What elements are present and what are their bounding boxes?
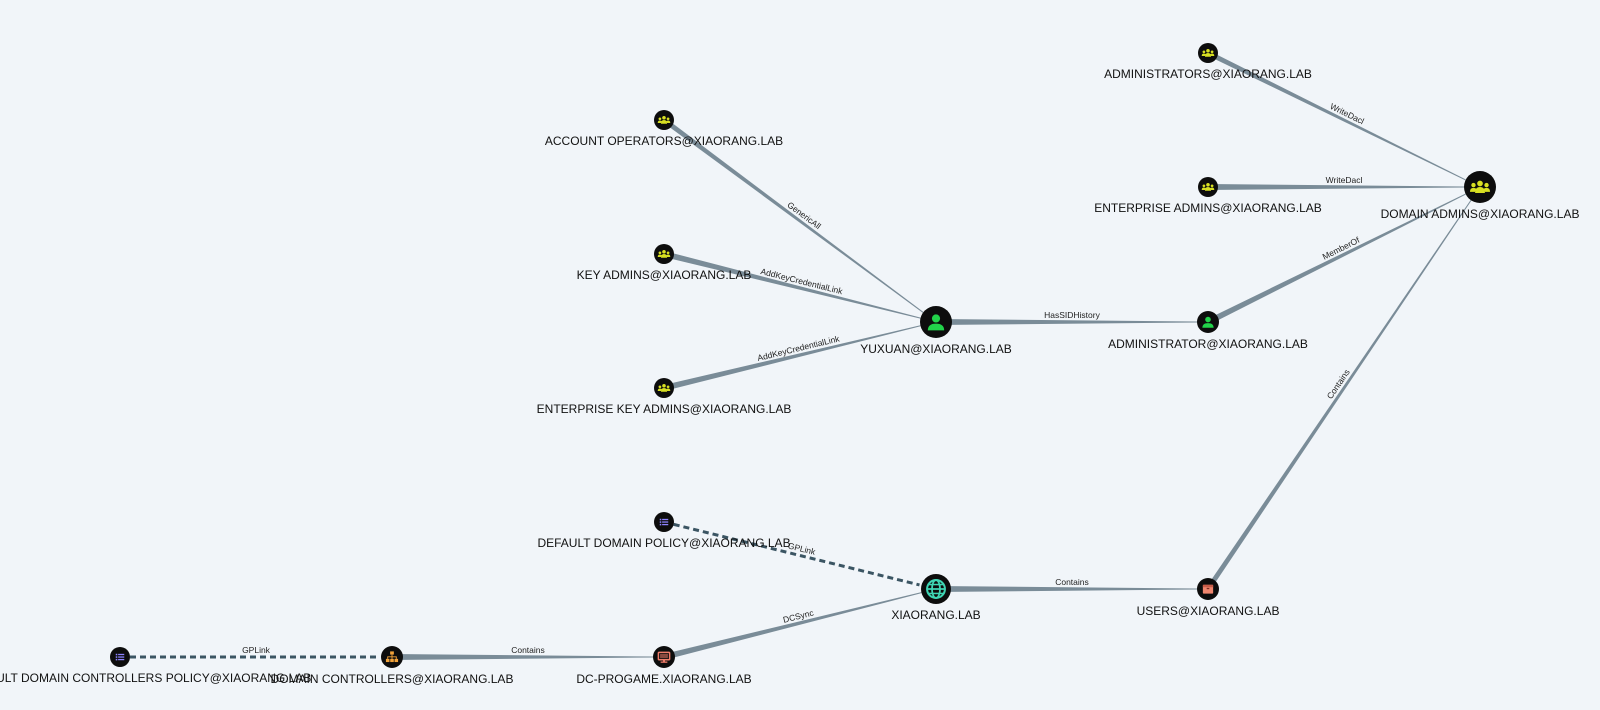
node-label: XIAORANG.LAB bbox=[891, 608, 980, 622]
nodes-layer: ADMINISTRATORS@XIAORANG.LAB ACCOUNT OPERA… bbox=[0, 43, 1579, 686]
edge-line[interactable] bbox=[663, 325, 921, 391]
node-default-dc-policy[interactable]: DEFAULT DOMAIN CONTROLLERS POLICY@XIAORA… bbox=[0, 647, 311, 685]
edge-line[interactable] bbox=[662, 117, 924, 313]
node-account-operators[interactable]: ACCOUNT OPERATORS@XIAORANG.LAB bbox=[545, 110, 783, 148]
group-icon bbox=[1201, 49, 1215, 57]
node-label: YUXUAN@XIAORANG.LAB bbox=[860, 342, 1012, 356]
edge-line[interactable] bbox=[1208, 184, 1464, 190]
node-label: ADMINISTRATOR@XIAORANG.LAB bbox=[1108, 337, 1308, 351]
edge-e2[interactable]: WriteDacl bbox=[1208, 175, 1464, 190]
edge-label: WriteDacl bbox=[1326, 175, 1363, 185]
node-enterprise-key-admins[interactable]: ENTERPRISE KEY ADMINS@XIAORANG.LAB bbox=[537, 378, 792, 416]
computer-icon bbox=[657, 651, 671, 663]
node-label: KEY ADMINS@XIAORANG.LAB bbox=[577, 268, 752, 282]
container-box-icon bbox=[1202, 584, 1214, 594]
node-domain-controllers[interactable]: DOMAIN CONTROLLERS@XIAORANG.LAB bbox=[271, 646, 514, 686]
node-administrators[interactable]: ADMINISTRATORS@XIAORANG.LAB bbox=[1104, 43, 1312, 81]
globe-icon bbox=[926, 579, 946, 599]
edge-line[interactable] bbox=[1206, 193, 1466, 325]
edge-label: HasSIDHistory bbox=[1044, 310, 1100, 320]
edge-label: Contains bbox=[1055, 577, 1089, 587]
edge-e7[interactable]: AddKeyCredentialLink bbox=[663, 325, 921, 391]
gpo-list-icon bbox=[115, 653, 125, 661]
edge-line[interactable] bbox=[663, 520, 920, 587]
node-default-domain-policy[interactable]: DEFAULT DOMAIN POLICY@XIAORANG.LAB bbox=[537, 512, 791, 550]
edge-e9[interactable]: GPLink bbox=[663, 520, 920, 587]
edge-e11[interactable]: DCSync bbox=[663, 592, 922, 660]
edge-e13[interactable]: GPLink bbox=[120, 645, 379, 659]
group-icon bbox=[657, 116, 671, 124]
group-icon bbox=[657, 384, 671, 392]
node-yuxuan[interactable]: YUXUAN@XIAORANG.LAB bbox=[860, 306, 1012, 356]
node-label: DEFAULT DOMAIN POLICY@XIAORANG.LAB bbox=[537, 536, 790, 550]
node-xiaorang[interactable]: XIAORANG.LAB bbox=[891, 574, 981, 622]
edge-e10[interactable]: Contains bbox=[936, 577, 1197, 592]
node-label: ENTERPRISE ADMINS@XIAORANG.LAB bbox=[1094, 201, 1322, 215]
edge-e8[interactable]: HasSIDHistory bbox=[936, 310, 1197, 325]
node-label: USERS@XIAORANG.LAB bbox=[1137, 604, 1280, 618]
node-administrator[interactable]: ADMINISTRATOR@XIAORANG.LAB bbox=[1108, 311, 1308, 351]
node-key-admins[interactable]: KEY ADMINS@XIAORANG.LAB bbox=[577, 244, 752, 282]
node-label: ACCOUNT OPERATORS@XIAORANG.LAB bbox=[545, 134, 783, 148]
edge-e12[interactable]: Contains bbox=[392, 645, 653, 660]
user-icon bbox=[927, 314, 945, 331]
node-label: DEFAULT DOMAIN CONTROLLERS POLICY@XIAORA… bbox=[0, 671, 311, 685]
group-icon bbox=[1201, 183, 1215, 191]
edge-line[interactable] bbox=[1206, 50, 1466, 181]
node-domain-admins[interactable]: DOMAIN ADMINS@XIAORANG.LAB bbox=[1381, 171, 1580, 221]
edge-line[interactable] bbox=[1205, 199, 1472, 591]
node-enterprise-admins[interactable]: ENTERPRISE ADMINS@XIAORANG.LAB bbox=[1094, 177, 1322, 215]
node-dc-progame[interactable]: DC-PROGAME.XIAORANG.LAB bbox=[576, 646, 752, 686]
edge-line[interactable] bbox=[663, 251, 921, 319]
edge-label: Contains bbox=[511, 645, 545, 655]
edge-line[interactable] bbox=[936, 586, 1197, 592]
user-icon bbox=[1202, 316, 1214, 328]
edge-line[interactable] bbox=[936, 319, 1197, 325]
node-label: DC-PROGAME.XIAORANG.LAB bbox=[576, 672, 751, 686]
gpo-list-icon bbox=[659, 518, 669, 526]
node-label: ENTERPRISE KEY ADMINS@XIAORANG.LAB bbox=[537, 402, 792, 416]
edge-e6[interactable]: AddKeyCredentialLink bbox=[663, 251, 921, 319]
edge-label: GPLink bbox=[242, 645, 271, 655]
node-users[interactable]: USERS@XIAORANG.LAB bbox=[1137, 578, 1280, 618]
edges-layer: WriteDaclWriteDaclMemberOfContainsGeneri… bbox=[120, 50, 1472, 660]
group-icon bbox=[1469, 180, 1491, 193]
edge-line[interactable] bbox=[663, 592, 922, 660]
node-label: DOMAIN CONTROLLERS@XIAORANG.LAB bbox=[271, 672, 514, 686]
org-tree-icon bbox=[385, 651, 399, 663]
group-icon bbox=[657, 250, 671, 258]
node-label: ADMINISTRATORS@XIAORANG.LAB bbox=[1104, 67, 1312, 81]
node-label: DOMAIN ADMINS@XIAORANG.LAB bbox=[1381, 207, 1580, 221]
edge-line[interactable] bbox=[392, 654, 653, 660]
